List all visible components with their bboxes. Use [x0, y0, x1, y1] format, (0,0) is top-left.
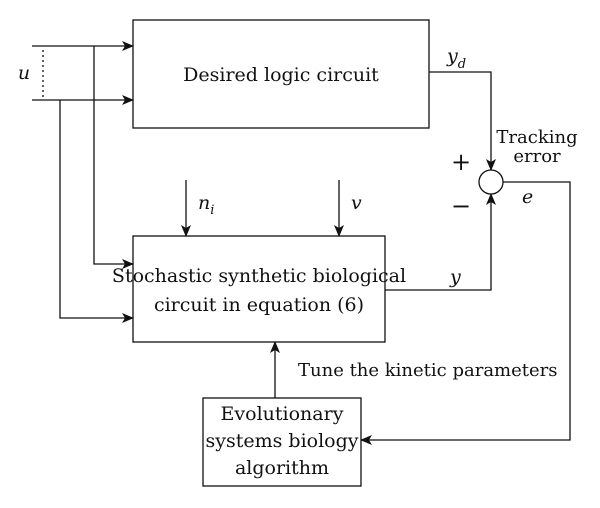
output-y-label: y [449, 266, 461, 288]
tracking-error-label-line2: error [513, 146, 561, 167]
branch-top-input [93, 46, 134, 269]
branch-bottom-input [59, 100, 134, 323]
evolutionary-algorithm-label-line1: Evolutionary [221, 403, 344, 425]
minus-sign: − [451, 192, 471, 220]
summing-junction [478, 169, 504, 195]
desired-logic-circuit-label: Desired logic circuit [183, 64, 379, 86]
input-u-label: u [18, 62, 30, 84]
evolutionary-algorithm-label-line2: systems biology [205, 430, 358, 452]
error-e-label: e [522, 186, 533, 208]
stochastic-circuit-label-line2: circuit in equation (6) [154, 294, 364, 316]
evolutionary-algorithm-label-line3: algorithm [235, 457, 329, 479]
tune-parameters-label: Tune the kinetic parameters [298, 360, 558, 381]
tracking-error-label-line1: Tracking [496, 127, 577, 148]
stochastic-circuit-label-line1: Stochastic synthetic biological [112, 265, 406, 287]
output-yd-label: yd [446, 45, 466, 72]
noise-v-label: v [351, 192, 362, 214]
desired-logic-circuit-block [132, 19, 430, 129]
output-yd-line [429, 71, 496, 171]
noise-ni-label: ni [198, 192, 214, 218]
plus-sign: + [451, 148, 471, 176]
stochastic-circuit-block [132, 235, 386, 343]
output-y-line [385, 193, 496, 291]
evolutionary-algorithm-block [202, 397, 362, 487]
error-feedback-line [360, 181, 571, 445]
